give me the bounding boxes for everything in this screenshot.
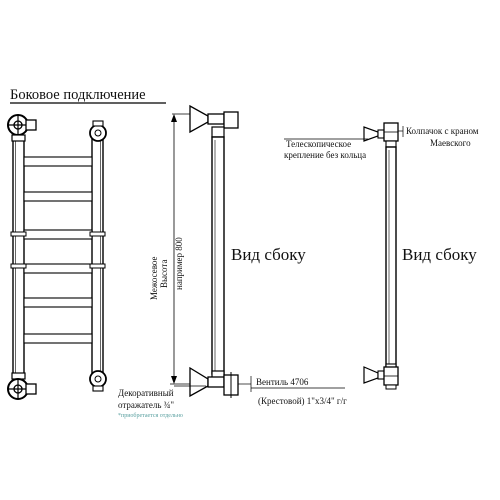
cap-label-line2: Маевского: [430, 138, 471, 148]
rungs: [23, 156, 93, 344]
side-view-label-left: Вид сбоку: [231, 245, 306, 264]
reflector-top-icon: [189, 104, 209, 134]
cap-top-right-icon: [89, 120, 107, 142]
dimension-label-line3: например 800: [174, 237, 184, 290]
valve-label-line2: (Крестовой) 1"х3/4" г/г: [258, 396, 347, 406]
reflector-label-line2: отражатель ¾": [118, 400, 174, 410]
reflector-bottom-icon: [189, 366, 209, 398]
towel-rail-front-view: [7, 114, 107, 400]
side-pipe-left: [211, 136, 225, 375]
diagram-title: Боковое подключение: [10, 87, 146, 103]
cap-label-line1: Колпачок с краном: [406, 126, 479, 136]
right-pipe: [91, 136, 104, 378]
side-view-label-right: Вид сбоку: [402, 245, 477, 264]
dimension-label-line1: Межосевое: [149, 257, 159, 301]
telescopic-label-line1: Телескопическое: [286, 139, 351, 149]
side-view-left-drawing: [189, 104, 239, 398]
reflector-label-line1: Декоративный: [118, 388, 174, 398]
telescopic-bracket-bottom-icon: [363, 366, 379, 384]
valve-bottom-left-icon: [7, 372, 37, 400]
cap-bottom-right-icon: [89, 370, 107, 392]
dimension-label-line2: Высота: [159, 260, 169, 288]
side-pipe-right: [385, 146, 397, 368]
telescopic-label-line2: крепление без кольца: [284, 150, 366, 160]
left-pipe: [12, 136, 25, 378]
side-view-right-drawing: [363, 122, 399, 390]
valve-top-left-icon: [7, 114, 37, 142]
valve-label-line1: Вентиль 4706: [256, 377, 309, 387]
reflector-note: *приобретается отдельно: [118, 412, 183, 419]
